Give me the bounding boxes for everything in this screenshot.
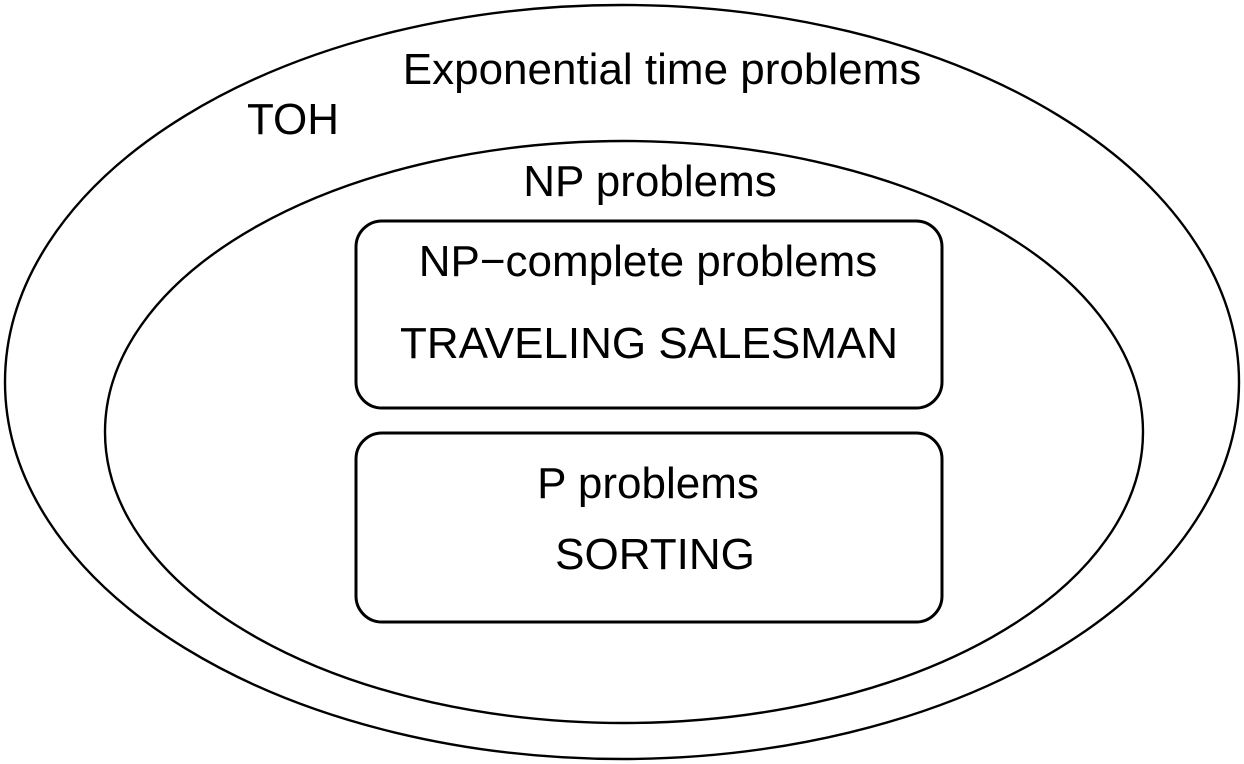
p-problems-box-title: P problems [537,459,759,508]
inner-set-label: NP problems [523,157,777,206]
np-complete-box-example: TRAVELING SALESMAN [400,319,898,368]
np-complete-box-title: NP−complete problems [418,237,878,286]
np-complete-box [354,219,944,410]
inner-ellipse-np-set [103,139,1145,725]
outer-ellipse-exponential-set [3,3,1241,761]
outer-set-example-label: TOH [246,95,340,144]
outer-set-label: Exponential time problems [402,45,922,94]
p-problems-box [354,431,944,624]
p-problems-box-example: SORTING [555,530,755,579]
